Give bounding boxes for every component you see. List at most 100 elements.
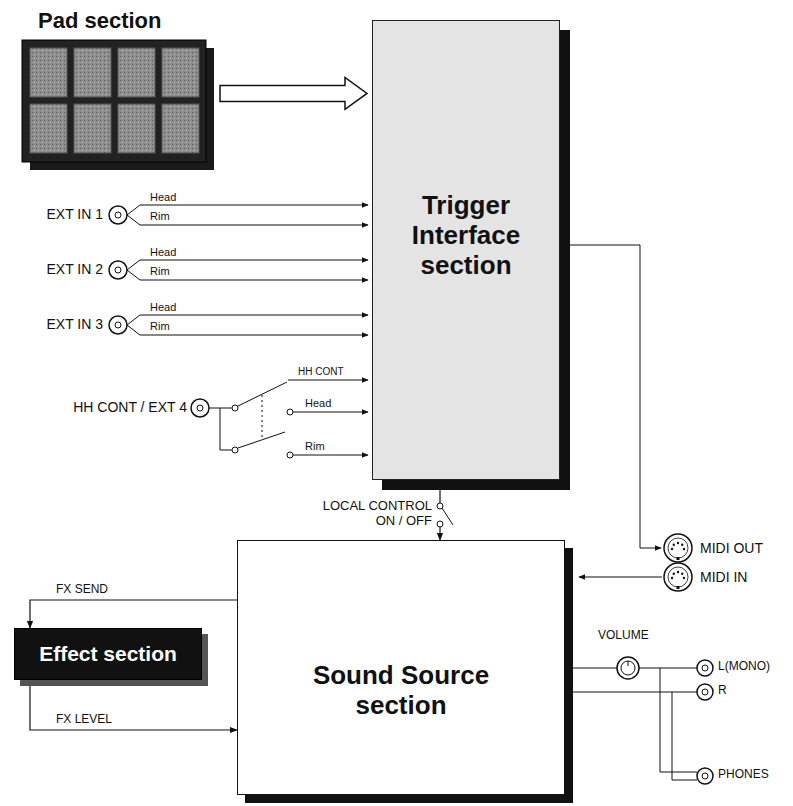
pad (118, 104, 155, 153)
ext-input-wires (109, 205, 368, 335)
jack (697, 684, 713, 700)
volume-knob-inner (621, 661, 635, 675)
switch-contact (287, 409, 293, 415)
port-label: PHONES (718, 768, 769, 782)
port-label: Rim (150, 320, 170, 333)
din-connector (664, 534, 692, 562)
wire (288, 380, 368, 381)
pad (74, 48, 111, 97)
port-label: Head (305, 397, 331, 410)
volume-knob (617, 657, 639, 679)
connector-line (439, 490, 440, 503)
din-pin (677, 571, 679, 573)
jack (697, 660, 713, 676)
port-label: L(MONO) (718, 660, 770, 674)
section-box: Trigger Interface section (372, 20, 560, 480)
port-label: HH CONT / EXT 4 (5, 399, 187, 415)
pad (74, 104, 111, 153)
jack (109, 261, 127, 279)
jack-core (115, 212, 121, 218)
switch-contact (437, 521, 443, 527)
hh-switch (191, 380, 368, 458)
section-title: Sound Source section (306, 661, 496, 721)
pad (162, 48, 199, 97)
port-label: EXT IN 1 (15, 206, 103, 222)
pad-shadow (30, 48, 214, 170)
port-label: R (718, 684, 727, 698)
jack-core (702, 665, 708, 671)
pads (30, 48, 199, 153)
edge-label: LOCAL CONTROL ON / OFF (305, 499, 434, 529)
wire (579, 577, 662, 578)
connector (30, 680, 237, 730)
din-pin (683, 548, 685, 550)
connector (220, 77, 367, 109)
port-label: VOLUME (598, 629, 649, 643)
section-title: Pad section (38, 8, 161, 33)
pad-frame (22, 40, 206, 162)
din-inner (668, 567, 688, 587)
block-arrow (220, 77, 367, 109)
section-box: Effect section (14, 628, 202, 680)
pad (118, 48, 155, 97)
pad (162, 104, 199, 153)
port-label: HH CONT (298, 366, 344, 378)
port-label: Head (150, 246, 176, 259)
section-box: Sound Source section (237, 540, 565, 795)
pad-section: Pad section (20, 6, 210, 162)
port-label: Head (150, 301, 176, 314)
edge-label: FX SEND (54, 583, 110, 597)
switch-contact (287, 452, 293, 458)
connector (437, 490, 453, 540)
pad (30, 104, 67, 153)
jack-core (115, 267, 121, 273)
connector (30, 600, 237, 628)
din-connector (664, 563, 692, 591)
wire (220, 408, 232, 450)
port-label: EXT IN 3 (15, 316, 103, 332)
wire (560, 245, 661, 548)
switch-arm (442, 508, 453, 525)
port-label: MIDI IN (700, 569, 747, 585)
wire (293, 412, 368, 413)
din-key (677, 557, 680, 560)
jack (109, 206, 127, 224)
jack-core (197, 405, 203, 411)
section-title: Trigger Interface section (391, 191, 541, 281)
port-label: EXT IN 2 (15, 261, 103, 277)
port-label: Rim (150, 265, 170, 278)
pad-grid (22, 40, 214, 170)
din-pin (677, 542, 679, 544)
din-pin (671, 548, 673, 550)
wire (293, 455, 368, 456)
port-label: Head (150, 191, 176, 204)
jack (191, 399, 209, 417)
switch-arm (238, 432, 285, 448)
wire (573, 692, 697, 693)
din-key (677, 586, 680, 589)
connector-line (439, 527, 440, 540)
switch-arm (238, 382, 287, 406)
midi-connectors (664, 534, 692, 591)
audio-wiring (573, 657, 713, 784)
connector-line (30, 680, 237, 730)
din-pin (681, 544, 683, 546)
jack-core (702, 773, 708, 779)
port-label: Rim (305, 440, 325, 453)
midi-wiring (560, 245, 662, 577)
port-label: MIDI OUT (700, 540, 763, 556)
jack (697, 768, 713, 784)
din-pin (681, 573, 683, 575)
connector-line (30, 600, 237, 628)
din-pin (683, 577, 685, 579)
section-title: Effect section (39, 642, 177, 666)
jack-core (115, 322, 121, 328)
switch-pivot (232, 447, 238, 453)
edge-label: FX LEVEL (54, 713, 114, 727)
port-label: Rim (150, 210, 170, 223)
din-pin (671, 577, 673, 579)
jack-core (702, 689, 708, 695)
wire (639, 668, 697, 669)
wire (573, 668, 617, 669)
